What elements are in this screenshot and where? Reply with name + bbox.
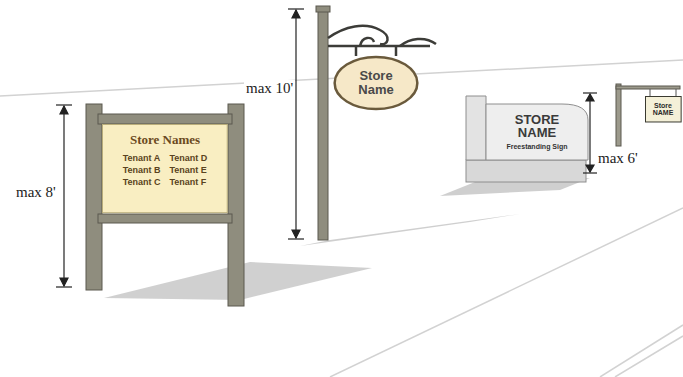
dimension-label: max 8' xyxy=(14,184,58,201)
store-name: Store Name xyxy=(346,69,406,98)
tenant-name: Tenant B xyxy=(123,165,161,175)
freestanding-sign-face: STORE NAME Freestanding Sign xyxy=(488,106,586,158)
store-name: STORE NAME xyxy=(502,113,572,140)
far-small-sign: Store NAME xyxy=(645,96,681,122)
dimension-label: max 6' xyxy=(596,150,640,167)
sign-subtitle: Freestanding Sign xyxy=(506,143,567,151)
dimension-label: max 10' xyxy=(244,80,295,97)
hanging-oval-sign: Store Name xyxy=(332,54,420,112)
tenant-name: Tenant A xyxy=(123,153,161,163)
directory-heading: Store Names xyxy=(130,132,200,148)
tenant-name: Tenant D xyxy=(170,153,208,163)
tenant-name: Tenant F xyxy=(170,177,208,187)
tenant-name: Tenant E xyxy=(170,165,208,175)
store-name: Store NAME xyxy=(649,102,677,117)
directory-sign-panel: Store NamesTenant A Tenant D Tenant B Tenan… xyxy=(102,124,228,214)
tenant-name: Tenant C xyxy=(123,177,161,187)
